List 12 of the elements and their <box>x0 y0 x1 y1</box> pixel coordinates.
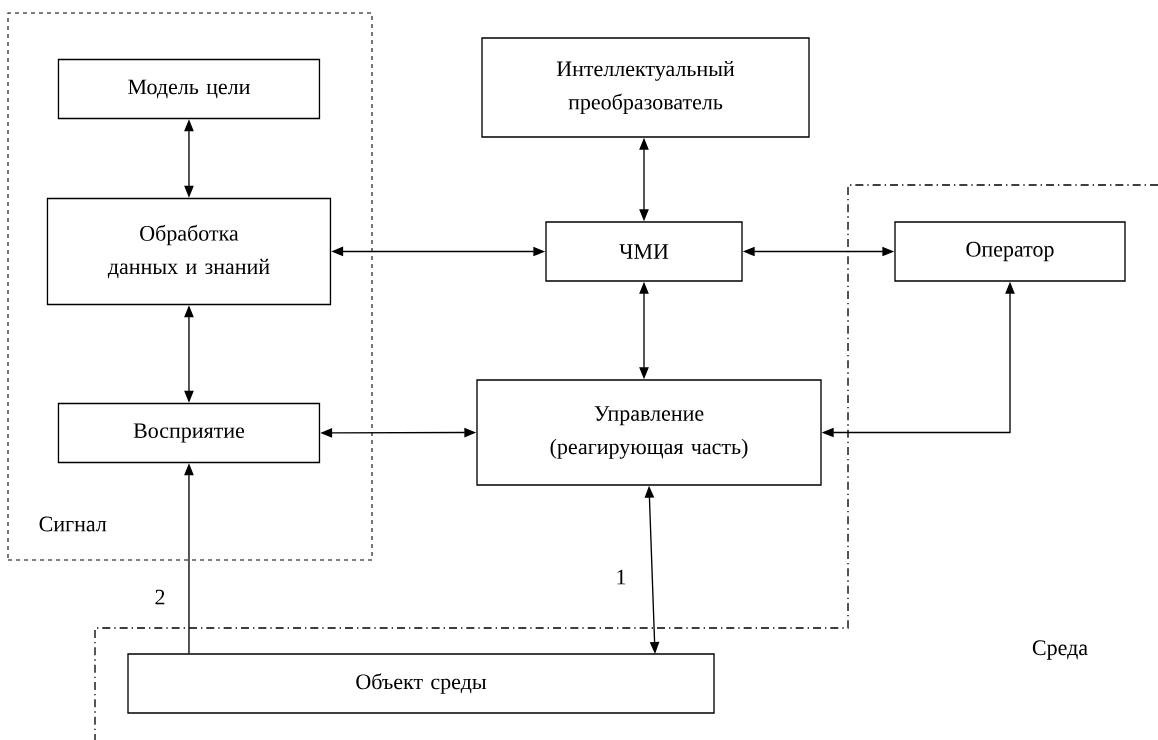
process-box: Оператор <box>894 221 1126 282</box>
edge-label: 2 <box>153 588 167 606</box>
process-box: Управление (реагирующая часть) <box>476 379 822 486</box>
group-label: Сигнал <box>39 516 107 532</box>
process-box: ЧМИ <box>545 221 743 282</box>
process-box: Интеллектуальный преобразователь <box>481 37 810 138</box>
process-box: Модель цели <box>57 58 321 120</box>
process-box: Обработка данных и знаний <box>46 197 332 306</box>
region-label: Среда <box>1032 640 1088 660</box>
process-box: Восприятие <box>57 402 321 464</box>
process-box: Объект среды <box>127 653 715 714</box>
edge-label: 1 <box>614 568 628 586</box>
